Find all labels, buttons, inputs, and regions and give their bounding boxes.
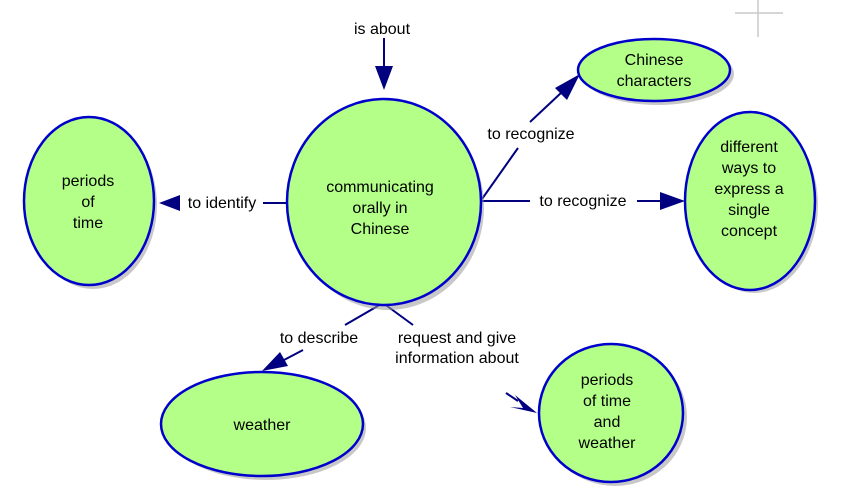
- node-text-line: communicating: [326, 179, 434, 196]
- node-text-line: of time: [583, 393, 631, 410]
- link-label-is-about[interactable]: is about: [354, 21, 411, 38]
- node-periods-time-weather[interactable]: periods of time and weather: [537, 342, 687, 486]
- node-text-line: concept: [721, 223, 778, 240]
- nodes: communicating orally in Chinese periods …: [22, 37, 818, 486]
- link-labels: is about to identify to recognize to rec…: [188, 21, 627, 367]
- crosshair-cursor-icon: [735, 0, 783, 37]
- edge-is-about[interactable]: [375, 38, 393, 90]
- link-label-to-describe[interactable]: to describe: [280, 330, 358, 347]
- node-text-line: characters: [617, 73, 692, 90]
- link-label-request-give-line2[interactable]: information about: [395, 350, 519, 367]
- link-label-request-give-line1[interactable]: request and give: [398, 330, 516, 347]
- node-chinese-characters[interactable]: Chinese characters: [576, 37, 734, 105]
- node-text-line: weather: [578, 435, 637, 452]
- edge-to-recognize-characters[interactable]: [481, 74, 580, 200]
- node-different-ways[interactable]: different ways to express a single conce…: [683, 110, 818, 293]
- node-text-line: single: [728, 202, 770, 219]
- node-weather[interactable]: weather: [159, 370, 366, 480]
- node-communicating-orally[interactable]: communicating orally in Chinese: [285, 97, 484, 310]
- arrowhead-icon: [660, 192, 685, 210]
- node-text-line: different: [720, 139, 778, 156]
- arrowhead-icon: [510, 395, 537, 413]
- arrowhead-icon: [375, 66, 393, 90]
- node-text-line: time: [73, 215, 103, 232]
- link-label-to-recognize-characters[interactable]: to recognize: [487, 126, 574, 143]
- node-text-line: periods: [581, 372, 633, 389]
- node-text-line: Chinese: [351, 221, 410, 238]
- arrowhead-icon: [555, 74, 580, 100]
- node-text-line: of: [81, 194, 95, 211]
- node-text-line: express a: [714, 181, 783, 198]
- node-text-line: weather: [233, 417, 292, 434]
- node-text-line: orally in: [352, 200, 407, 217]
- node-text-line: Chinese: [625, 52, 684, 69]
- node-periods-of-time[interactable]: periods of time: [22, 115, 157, 289]
- edges: [159, 38, 685, 413]
- edge-to-recognize-ways[interactable]: [482, 192, 685, 210]
- link-label-to-identify[interactable]: to identify: [188, 195, 256, 212]
- node-text-line: periods: [62, 173, 114, 190]
- link-label-to-recognize-ways[interactable]: to recognize: [539, 193, 626, 210]
- arrowhead-icon: [262, 352, 288, 371]
- edge-to-identify[interactable]: [159, 195, 287, 211]
- node-text-line: ways to: [721, 160, 776, 177]
- arrowhead-icon: [159, 195, 180, 211]
- node-text-line: and: [594, 414, 621, 431]
